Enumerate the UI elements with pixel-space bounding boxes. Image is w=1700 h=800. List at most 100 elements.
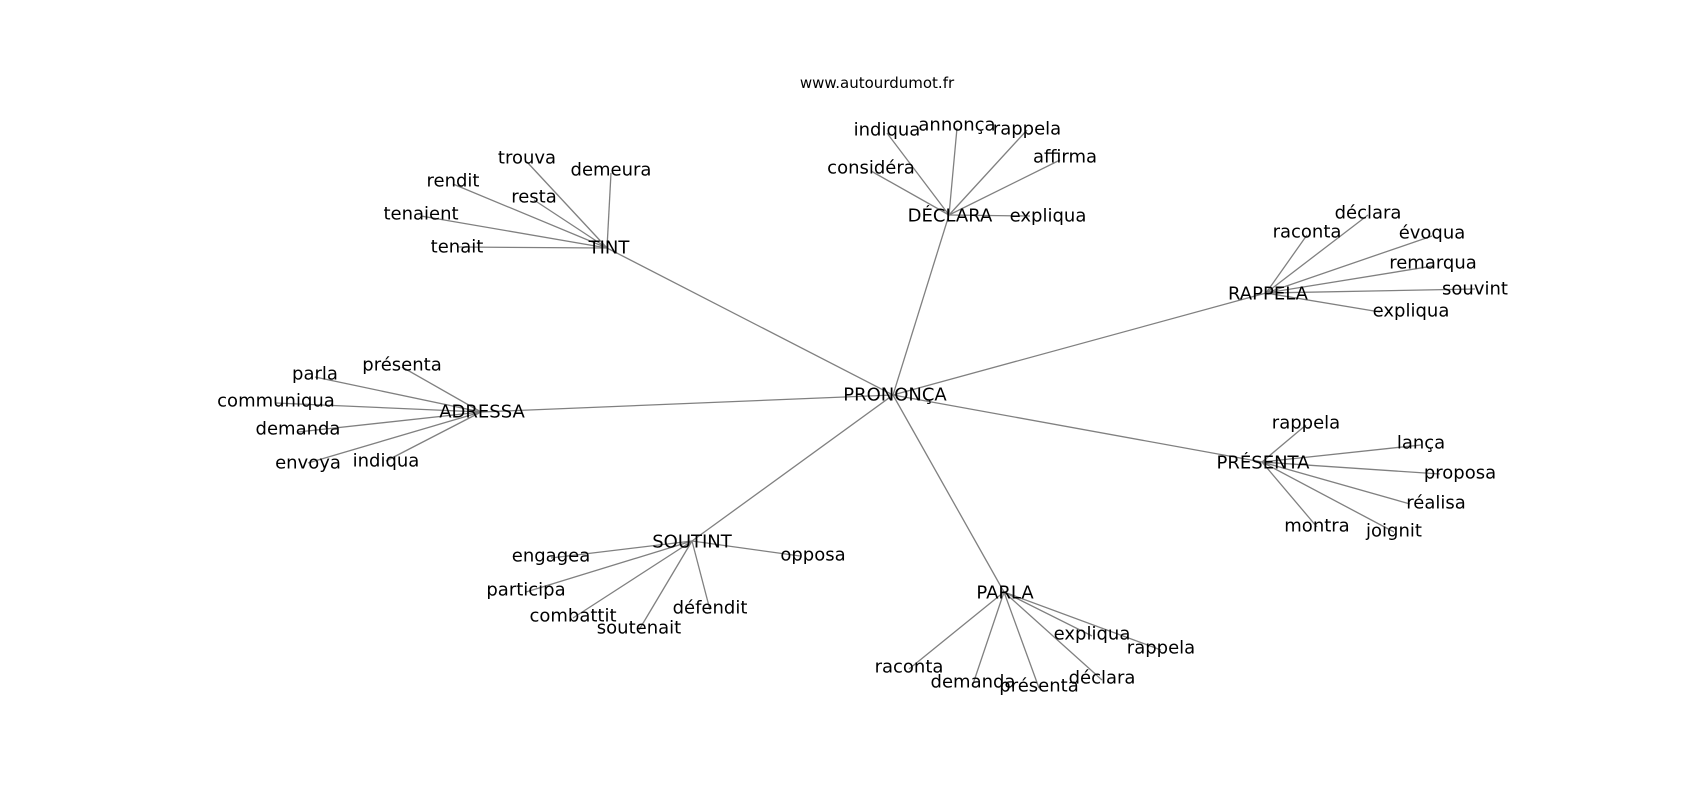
- edge-declara-annonca: [948, 127, 958, 216]
- edge-declara-expliqua: [948, 214, 1031, 217]
- edge-adressa-envoya: [307, 411, 482, 464]
- leaf-node-declara-expliqua: expliqua: [1010, 206, 1087, 227]
- edge-tint-tenait: [456, 246, 608, 249]
- leaf-node-soutint-soutenait: soutenait: [597, 618, 681, 639]
- hub-node-parla: PARLA: [976, 583, 1034, 604]
- edge-soutint-opposa: [691, 540, 801, 557]
- leaf-node-parla-raconta: raconta: [875, 657, 944, 678]
- leaf-node-tint-resta: resta: [511, 187, 557, 208]
- leaf-node-presenta-realisa: réalisa: [1406, 493, 1466, 514]
- edge-rappela-declara: [1265, 214, 1369, 294]
- edge-adressa-demanda: [297, 411, 482, 433]
- leaf-node-parla-rappela: rappela: [1127, 638, 1195, 659]
- edge-adressa-communiqua: [275, 402, 482, 413]
- graph-labels: PRONONÇA TINT trouva demeura rendit resta tena…: [217, 115, 1508, 697]
- edge-adressa-parla: [314, 376, 482, 413]
- edge-root-parla: [892, 394, 1005, 593]
- hub-node-rappela: RAPPELA: [1228, 284, 1309, 305]
- edge-tint-demeura: [606, 172, 612, 249]
- edge-presenta-rappela: [1261, 424, 1307, 463]
- leaf-node-adressa-envoya: envoya: [275, 453, 341, 474]
- edge-presenta-realisa: [1261, 461, 1411, 505]
- edge-declara-indiqua: [886, 132, 950, 216]
- edge-soutint-soutenait: [638, 540, 693, 631]
- hub-node-adressa: ADRESSA: [439, 402, 525, 423]
- leaf-node-declara-annonca: annonça: [918, 115, 995, 136]
- edge-parla-presenta: [1003, 591, 1040, 689]
- graph-edges: [275, 127, 1476, 689]
- leaf-node-adressa-demanda: demanda: [256, 419, 341, 440]
- edge-soutint-combattit: [572, 540, 693, 619]
- edge-soutint-engagea: [550, 540, 693, 559]
- leaf-node-presenta-rappela: rappela: [1272, 413, 1340, 434]
- edge-adressa-presenta: [401, 366, 482, 413]
- root-node-prononca: PRONONÇA: [843, 385, 947, 406]
- leaf-node-tint-trouva: trouva: [498, 148, 556, 169]
- leaf-node-parla-expliqua: expliqua: [1054, 624, 1131, 645]
- leaf-node-soutint-opposa: opposa: [780, 545, 845, 566]
- leaf-node-rappela-evoqua: évoqua: [1399, 223, 1466, 244]
- edge-parla-declara: [1003, 591, 1103, 681]
- edge-rappela-evoqua: [1265, 235, 1433, 294]
- edge-tint-trouva: [526, 161, 608, 249]
- leaf-node-rappela-remarqua: remarqua: [1389, 253, 1477, 274]
- leaf-node-parla-presenta: présenta: [999, 676, 1078, 697]
- edge-declara-considera: [870, 170, 950, 216]
- leaf-node-rappela-expliqua: expliqua: [1373, 301, 1450, 322]
- edge-soutint-participa: [525, 540, 693, 593]
- leaf-node-adressa-presenta: présenta: [362, 355, 441, 376]
- hub-node-tint: TINT: [588, 238, 631, 259]
- edge-root-soutint: [691, 394, 894, 542]
- edge-presenta-lanca: [1261, 444, 1422, 463]
- edge-root-presenta: [892, 394, 1263, 463]
- leaf-node-declara-considera: considéra: [827, 158, 915, 179]
- hub-node-soutint: SOUTINT: [652, 532, 733, 553]
- leaf-node-declara-affirma: affirma: [1033, 147, 1097, 168]
- leaf-node-tint-tenaient: tenaient: [383, 204, 458, 225]
- edge-tint-tenaient: [420, 215, 608, 249]
- leaf-node-soutint-engagea: engagea: [512, 546, 590, 567]
- leaf-node-parla-demanda: demanda: [931, 672, 1016, 693]
- hub-node-declara: DÉCLARA: [908, 205, 993, 227]
- leaf-node-presenta-lanca: lança: [1397, 433, 1445, 454]
- edge-root-declara: [892, 214, 950, 396]
- edge-rappela-expliqua: [1265, 292, 1381, 313]
- edge-parla-rappela: [1003, 591, 1162, 651]
- leaf-node-adressa-communiqua: communiqua: [217, 391, 335, 412]
- leaf-node-tint-demeura: demeura: [571, 160, 652, 181]
- edge-parla-raconta: [908, 591, 1005, 670]
- leaf-node-parla-declara: déclara: [1069, 668, 1136, 689]
- hub-node-presenta: PRÉSENTA: [1217, 452, 1311, 474]
- leaf-node-declara-rappela: rappela: [993, 119, 1061, 140]
- edge-root-adressa: [480, 394, 894, 413]
- leaf-node-adressa-indiqua: indiqua: [353, 451, 420, 472]
- edge-presenta-proposa: [1261, 461, 1441, 475]
- leaf-node-declara-indiqua: indiqua: [854, 120, 921, 141]
- edge-rappela-souvint: [1265, 288, 1476, 294]
- leaf-node-presenta-montra: montra: [1284, 516, 1349, 537]
- leaf-node-rappela-declara: déclara: [1335, 203, 1402, 224]
- edge-parla-expliqua: [1003, 591, 1093, 637]
- leaf-node-soutint-combattit: combattit: [529, 606, 616, 627]
- leaf-node-rappela-souvint: souvint: [1442, 279, 1508, 300]
- leaf-node-soutint-defendit: défendit: [673, 598, 748, 619]
- source-label: www.autourdumot.fr: [800, 74, 955, 92]
- edge-declara-rappela: [948, 129, 1028, 216]
- edge-tint-rendit: [452, 183, 608, 249]
- leaf-node-soutint-participa: participa: [486, 580, 565, 601]
- edge-presenta-joignit: [1261, 461, 1395, 533]
- edge-rappela-remarqua: [1265, 265, 1434, 294]
- edge-adressa-indiqua: [385, 411, 482, 462]
- edge-root-tint: [606, 247, 894, 396]
- leaf-node-tint-rendit: rendit: [427, 171, 480, 192]
- edge-declara-affirma: [948, 159, 1061, 216]
- edge-presenta-montra: [1261, 461, 1318, 528]
- edge-soutint-defendit: [691, 540, 711, 611]
- edge-tint-resta: [533, 199, 608, 249]
- edge-rappela-raconta: [1265, 234, 1308, 294]
- leaf-node-rappela-raconta: raconta: [1273, 222, 1342, 243]
- edge-parla-demanda: [972, 591, 1005, 685]
- edge-root-rappela: [892, 292, 1267, 396]
- leaf-node-presenta-joignit: joignit: [1365, 521, 1422, 542]
